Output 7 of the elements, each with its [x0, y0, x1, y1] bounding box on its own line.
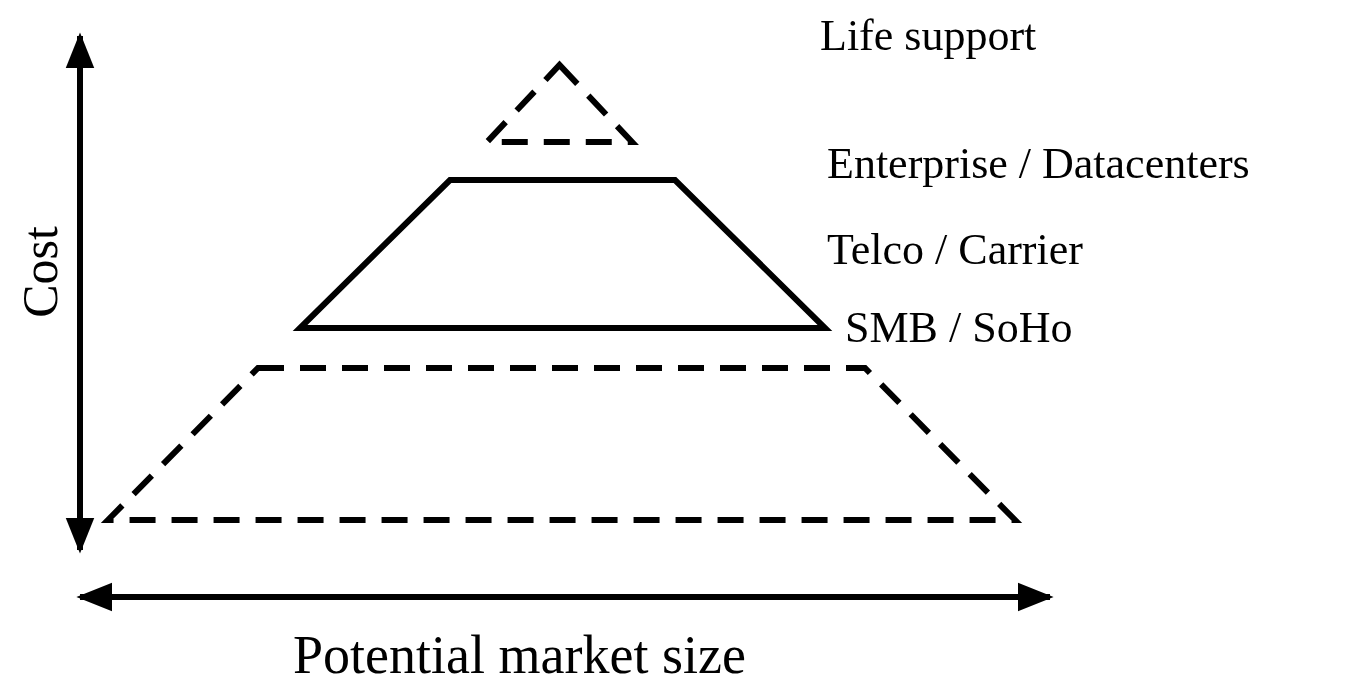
segment-label: Life support: [820, 14, 1037, 58]
axis-label: Potential market size: [293, 628, 746, 682]
axis-label: Cost: [14, 226, 65, 318]
segment-label: Telco / Carrier: [827, 228, 1083, 272]
segment-label: Enterprise / Datacenters: [827, 142, 1250, 186]
dashed-trapezoid: [100, 365, 1023, 523]
segment-label: SMB / SoHo: [845, 306, 1073, 350]
